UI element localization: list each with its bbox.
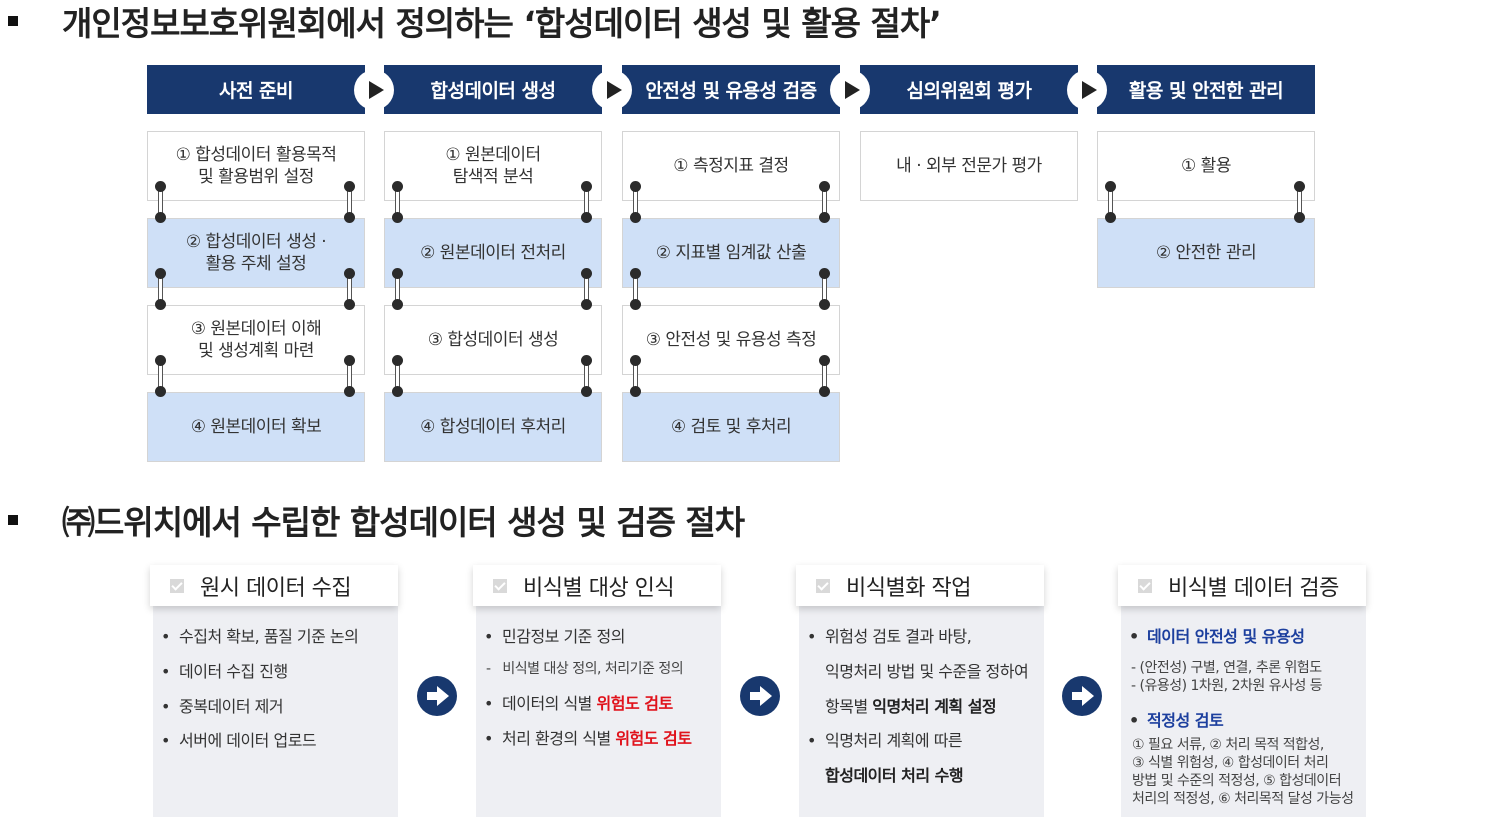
card-title: 원시 데이터 수집 bbox=[200, 575, 352, 601]
binder-ring-icon bbox=[1105, 181, 1116, 223]
process-card-deidentification: •위험성 검토 결과 바탕, 익명처리 방법 및 수준을 정하여 항목별 익명처… bbox=[796, 565, 1044, 817]
card-title: 비식별화 작업 bbox=[846, 575, 971, 601]
binder-ring-icon bbox=[344, 355, 355, 397]
list-item: •데이터 안전성 및 유용성 bbox=[1129, 627, 1305, 646]
process-step: ② 합성데이터 생성 · 활용 주체 설정 bbox=[147, 218, 365, 288]
binder-ring-icon bbox=[392, 181, 403, 223]
process-step: ③ 안전성 및 유용성 측정 bbox=[622, 305, 840, 375]
process-step: ② 지표별 임계값 산출 bbox=[622, 218, 840, 288]
arrow-right-circle-icon bbox=[1062, 676, 1102, 716]
process-step: ② 원본데이터 전처리 bbox=[384, 218, 602, 288]
list-item-continued: 항목별 익명처리 계획 설정 bbox=[825, 697, 997, 716]
list-item-continued: 익명처리 방법 및 수준을 정하여 bbox=[825, 662, 1029, 681]
detail-text: ① 필요 서류, ② 처리 목적 적합성, ③ 식별 위험성, ④ 합성데이터 … bbox=[1132, 737, 1354, 807]
process-column-generation: 합성데이터 생성 ① 원본데이터 탐색적 분석 ② 원본데이터 전처리 ③ 합성… bbox=[384, 65, 602, 462]
play-triangle-icon bbox=[592, 70, 632, 110]
process-step: ① 측정지표 결정 bbox=[622, 131, 840, 201]
list-item: •데이터 수집 진행 bbox=[161, 662, 288, 681]
list-item: •수집처 확보, 품질 기준 논의 bbox=[161, 627, 359, 646]
process-step: ① 원본데이터 탐색적 분석 bbox=[384, 131, 602, 201]
binder-ring-icon bbox=[819, 181, 830, 223]
play-triangle-icon bbox=[1067, 70, 1107, 110]
arrow-right-circle-icon bbox=[740, 676, 780, 716]
card-body: •수집처 확보, 품질 기준 논의 •데이터 수집 진행 •중복데이터 제거 •… bbox=[153, 605, 398, 817]
process-step: ③ 원본데이터 이해 및 생성계획 마련 bbox=[147, 305, 365, 375]
list-item: •민감정보 기준 정의 bbox=[484, 627, 625, 646]
binder-ring-icon bbox=[630, 181, 641, 223]
binder-ring-icon bbox=[344, 181, 355, 223]
list-item: •데이터의 식별 위험도 검토 bbox=[484, 694, 673, 713]
process-card-verification: •데이터 안전성 및 유용성 - (안전성) 구별, 연결, 추론 위험도 - … bbox=[1118, 565, 1366, 817]
checkbox-icon bbox=[816, 578, 830, 593]
process-card-collection: •수집처 확보, 품질 기준 논의 •데이터 수집 진행 •중복데이터 제거 •… bbox=[150, 565, 398, 817]
binder-ring-icon bbox=[819, 355, 830, 397]
binder-ring-icon bbox=[155, 181, 166, 223]
list-item: •익명처리 계획에 따른 bbox=[807, 731, 963, 750]
sub-item: - (안전성) 구별, 연결, 추론 위험도 bbox=[1131, 660, 1322, 676]
binder-ring-icon bbox=[630, 268, 641, 310]
card-body: •데이터 안전성 및 유용성 - (안전성) 구별, 연결, 추론 위험도 - … bbox=[1121, 605, 1366, 817]
binder-ring-icon bbox=[155, 268, 166, 310]
list-item: •서버에 데이터 업로드 bbox=[161, 731, 317, 750]
binder-ring-icon bbox=[819, 268, 830, 310]
column-header: 활용 및 안전한 관리 bbox=[1097, 65, 1315, 114]
list-item: •위험성 검토 결과 바탕, bbox=[807, 627, 972, 646]
card-header: 원시 데이터 수집 bbox=[150, 565, 398, 606]
section-1-title-text: 개인정보보호위원회에서 정의하는 ‘합성데이터 생성 및 활용 절차’ bbox=[62, 4, 942, 43]
binder-ring-icon bbox=[155, 355, 166, 397]
checkbox-icon bbox=[493, 578, 507, 593]
section-1-title: 개인정보보호위원회에서 정의하는 ‘합성데이터 생성 및 활용 절차’ bbox=[0, 0, 942, 43]
binder-ring-icon bbox=[392, 355, 403, 397]
list-item: •적정성 검토 bbox=[1129, 711, 1224, 730]
binder-ring-icon bbox=[581, 268, 592, 310]
sub-item: - (유용성) 1차원, 2차원 유사성 등 bbox=[1131, 678, 1323, 694]
square-bullet-icon bbox=[8, 515, 18, 525]
process-step: ① 합성데이터 활용목적 및 활용범위 설정 bbox=[147, 131, 365, 201]
list-item: •중복데이터 제거 bbox=[161, 697, 284, 716]
list-item: •처리 환경의 식별 위험도 검토 bbox=[484, 729, 692, 748]
play-triangle-icon bbox=[354, 70, 394, 110]
process-column-prep: 사전 준비 ① 합성데이터 활용목적 및 활용범위 설정 ② 합성데이터 생성 … bbox=[147, 65, 365, 462]
card-header: 비식별 데이터 검증 bbox=[1118, 565, 1366, 606]
card-body: •위험성 검토 결과 바탕, 익명처리 방법 및 수준을 정하여 항목별 익명처… bbox=[799, 605, 1044, 817]
process-step: ④ 합성데이터 후처리 bbox=[384, 392, 602, 462]
binder-ring-icon bbox=[344, 268, 355, 310]
process-step: ③ 합성데이터 생성 bbox=[384, 305, 602, 375]
arrow-right-circle-icon bbox=[417, 676, 457, 716]
process-column-verification: 안전성 및 유용성 검증 ① 측정지표 결정 ② 지표별 임계값 산출 ③ 안전… bbox=[622, 65, 840, 462]
play-triangle-icon bbox=[830, 70, 870, 110]
process-step: 내 · 외부 전문가 평가 bbox=[860, 131, 1078, 201]
card-body: •민감정보 기준 정의 - 비식별 대상 정의, 처리기준 정의 •데이터의 식… bbox=[476, 605, 721, 817]
card-header: 비식별화 작업 bbox=[796, 565, 1044, 606]
square-bullet-icon bbox=[8, 16, 18, 26]
binder-ring-icon bbox=[581, 181, 592, 223]
binder-ring-icon bbox=[1294, 181, 1305, 223]
section-2-title: ㈜드위치에서 수립한 합성데이터 생성 및 검증 절차 bbox=[0, 499, 745, 542]
binder-ring-icon bbox=[581, 355, 592, 397]
process-column-committee: 심의위원회 평가 내 · 외부 전문가 평가 bbox=[860, 65, 1078, 201]
process-step: ④ 검토 및 후처리 bbox=[622, 392, 840, 462]
column-header: 심의위원회 평가 bbox=[860, 65, 1078, 114]
column-header: 안전성 및 유용성 검증 bbox=[622, 65, 840, 114]
column-header: 합성데이터 생성 bbox=[384, 65, 602, 114]
section-2-title-text: ㈜드위치에서 수립한 합성데이터 생성 및 검증 절차 bbox=[62, 503, 745, 542]
list-item-continued: 합성데이터 처리 수행 bbox=[825, 766, 964, 785]
process-column-usage: 활용 및 안전한 관리 ① 활용 ② 안전한 관리 bbox=[1097, 65, 1315, 288]
process-step: ① 활용 bbox=[1097, 131, 1315, 201]
sub-item: - 비식별 대상 정의, 처리기준 정의 bbox=[486, 661, 684, 677]
checkbox-icon bbox=[1138, 578, 1152, 593]
process-step: ② 안전한 관리 bbox=[1097, 218, 1315, 288]
card-title: 비식별 대상 인식 bbox=[523, 575, 675, 601]
process-card-target-recognition: •민감정보 기준 정의 - 비식별 대상 정의, 처리기준 정의 •데이터의 식… bbox=[473, 565, 721, 817]
card-header: 비식별 대상 인식 bbox=[473, 565, 721, 606]
process-step: ④ 원본데이터 확보 bbox=[147, 392, 365, 462]
binder-ring-icon bbox=[630, 355, 641, 397]
binder-ring-icon bbox=[392, 268, 403, 310]
checkbox-icon bbox=[170, 578, 184, 593]
card-title: 비식별 데이터 검증 bbox=[1168, 575, 1339, 601]
column-header: 사전 준비 bbox=[147, 65, 365, 114]
